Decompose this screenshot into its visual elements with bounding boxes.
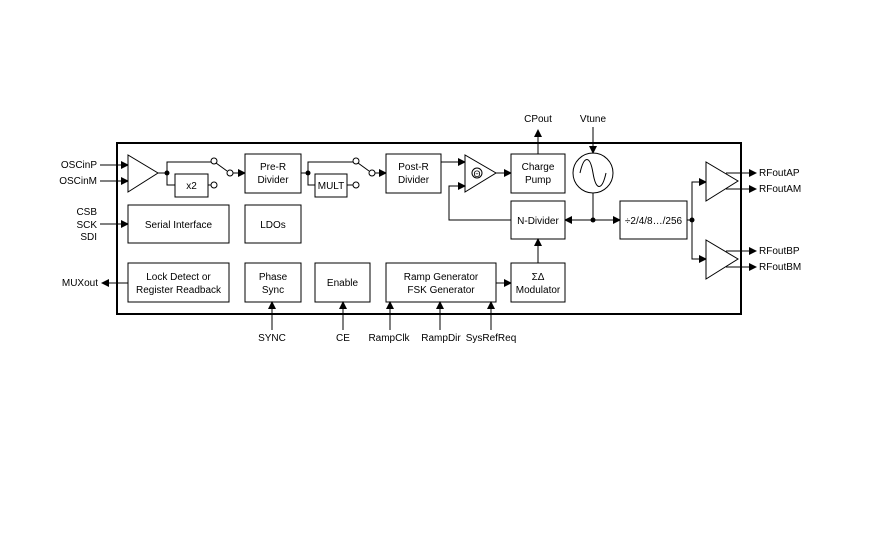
ldos [244,204,302,244]
n-divider-label: N-Divider [517,216,559,227]
rfoutbp-label: RFoutBP [759,246,800,257]
sine-icon [579,159,607,187]
post-r-divider [385,153,442,194]
mult-switch [352,157,360,165]
rfoutap-label: RFoutAP [759,168,800,179]
sigma-delta-label-2: Modulator [516,285,561,296]
pre-r-label-1: Pre-R [260,162,286,173]
lock-detect-label-1: Lock Detect or [146,272,211,283]
input-buffer [127,154,159,193]
enable-label: Enable [327,278,359,289]
serial-interface [127,204,230,244]
rampdir-label: RampDir [421,333,461,344]
output-buffer-a [705,161,739,202]
post-r-label-2: Divider [398,175,430,186]
charge-pump [510,153,566,194]
lock-detect-label-2: Register Readback [136,285,222,296]
channel-divider-label: ÷2/4/8…/256 [625,216,683,227]
vtune-label: Vtune [580,114,607,125]
ref-switch [210,157,218,165]
doubler-label: x2 [186,181,197,192]
mult-label: MULT [318,181,344,192]
enable [314,262,371,303]
sigma-delta-label-1: ΣΔ [532,272,545,283]
rfoutbm-label: RFoutBM [759,262,801,273]
rfoutam-label: RFoutAM [759,184,801,195]
serial-interface-label: Serial Interface [145,220,213,231]
pre-r-divider [244,153,302,194]
osc-inputs: OSCinP OSCinM [59,160,129,187]
chip-outline [116,142,742,315]
n-divider [510,200,566,240]
sigma-delta-modulator [510,262,566,303]
rampclk-label: RampClk [368,333,410,344]
csb-label: CSB [76,207,97,218]
pre-r-label-2: Divider [257,175,289,186]
phase-sync [244,262,302,303]
post-r-label-1: Post-R [398,162,429,173]
channel-divider [619,200,688,240]
charge-pump-label-1: Charge [522,162,555,173]
output-buffer-b [705,239,739,280]
sdi-label: SDI [80,232,97,243]
charge-pump-label-2: Pump [525,175,552,186]
sync-label: SYNC [258,333,286,344]
sck-label: SCK [76,220,97,231]
oscinm-label: OSCinM [59,176,97,187]
ramp-label-2: FSK Generator [407,285,475,296]
ramp-generator [385,262,497,303]
muxout-label: MUXout [62,278,98,289]
sysrefreq-label: SysRefReq [466,333,517,344]
ce-label: CE [336,333,350,344]
oscinp-label: OSCinP [61,160,97,171]
phase-sync-label-2: Sync [262,285,284,296]
ldos-label: LDOs [260,220,286,231]
cpout-label: CPout [524,114,552,125]
phase-sync-label-1: Phase [259,272,288,283]
ramp-label-1: Ramp Generator [404,272,479,283]
phase-detector-symbol: Θ [473,169,480,179]
